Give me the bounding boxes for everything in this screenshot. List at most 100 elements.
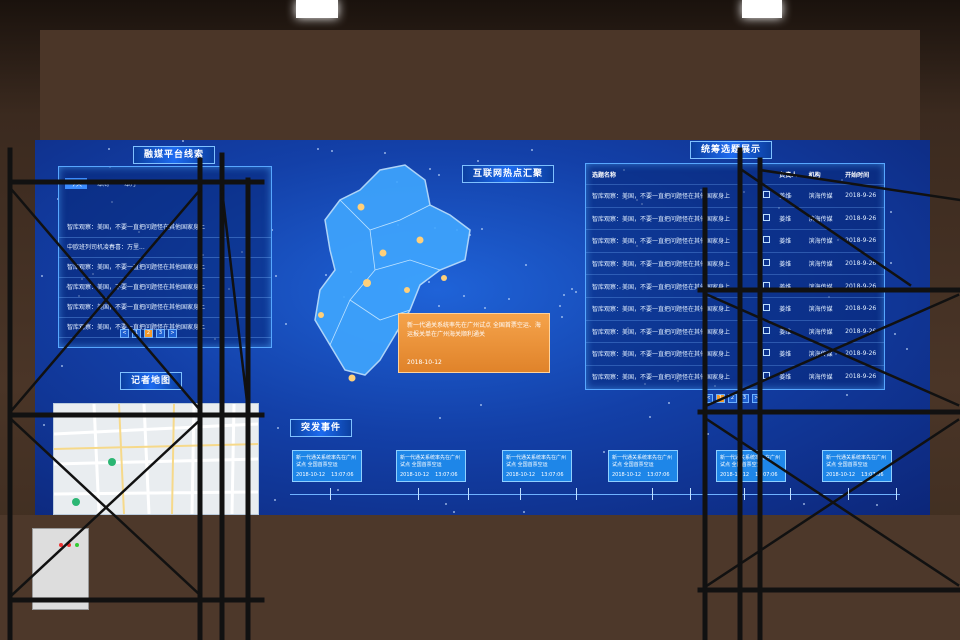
star	[56, 197, 59, 200]
task-panel-title: 统筹选题展示	[690, 141, 773, 159]
pager-prev[interactable]: <	[120, 329, 129, 338]
star	[452, 511, 455, 514]
timeline-tick	[848, 488, 849, 500]
star	[889, 261, 892, 264]
checkbox-icon[interactable]	[762, 191, 770, 199]
left-panel-title: 融媒平台线索	[133, 146, 216, 164]
cell-owner: 姜维	[773, 251, 803, 275]
star	[438, 304, 441, 307]
star	[524, 263, 527, 266]
cell-start: 2018-9-26	[839, 364, 884, 388]
pager-page-2[interactable]: 2	[144, 329, 153, 338]
event-time-value: 13:07:06	[541, 472, 564, 478]
star	[462, 295, 465, 298]
checkbox-icon[interactable]	[762, 304, 770, 312]
checkbox-icon[interactable]	[762, 326, 770, 334]
star	[574, 290, 577, 293]
cell-org: 滨海传媒	[802, 296, 840, 321]
star	[893, 332, 896, 335]
star	[559, 305, 562, 308]
star	[439, 417, 441, 420]
left-panel-list: 智库观察：美国，不要一直把问题怪在其他国家身上 中欧班列司机凌春喜：万里... …	[59, 218, 271, 338]
cell-topic: 智库观察：美国，不要一直把问题怪在其他国家身上	[586, 251, 757, 275]
checkbox-icon[interactable]	[762, 213, 770, 221]
timeline-tick	[896, 488, 897, 500]
cell-owner: 姜维	[773, 184, 803, 208]
cell-topic: 智库观察：美国，不要一直把问题怪在其他国家身上	[586, 364, 757, 388]
star	[667, 401, 670, 404]
ceiling-light-left	[296, 0, 338, 18]
star	[531, 149, 534, 152]
event-time-value: 13:07:06	[331, 472, 354, 478]
cell-start: 2018-9-26	[839, 206, 884, 230]
cell-topic: 智库观察：美国，不要一直把问题怪在其他国家身上	[586, 229, 757, 253]
news-popup[interactable]: 新一代通关系统率先在广州试点 全国首票空运、海运报关单在广州海关顺利通关 201…	[398, 313, 550, 373]
star	[438, 173, 441, 176]
star	[384, 151, 387, 154]
star	[324, 274, 327, 277]
timeline-tick	[418, 488, 419, 500]
star	[273, 498, 276, 501]
cell-topic: 智库观察：美国，不要一直把问题怪在其他国家身上	[586, 206, 757, 230]
timeline-tick	[690, 488, 691, 500]
indicator-light-green	[75, 543, 79, 547]
list-item[interactable]: 智库观察：美国，不要一直把问题怪在其他国家身上	[59, 318, 271, 338]
star	[276, 427, 279, 430]
star	[522, 511, 525, 514]
pager-page-3[interactable]: 3	[156, 329, 165, 338]
cell-topic: 智库观察：美国，不要一直把问题怪在其他国家身上	[586, 184, 757, 208]
star	[905, 348, 908, 351]
star	[562, 294, 565, 297]
checkbox-icon[interactable]	[762, 236, 770, 244]
event-text: 新一代通关系统率先在广州试点 全国首票空运	[612, 455, 673, 468]
star	[603, 451, 606, 454]
star	[445, 502, 448, 505]
star	[480, 403, 483, 406]
star	[477, 159, 480, 162]
star	[316, 148, 319, 151]
cell-owner: 姜维	[773, 364, 803, 388]
timeline-tick	[468, 488, 469, 500]
star	[507, 298, 510, 301]
star	[803, 503, 806, 506]
event-text: 新一代通关系统率先在广州试点 全国首票空运	[296, 455, 357, 468]
ceiling-light-right	[742, 0, 782, 18]
event-date-value: 2018-10-12	[826, 472, 856, 478]
cell-topic: 智库观察：美国，不要一直把问题怪在其他国家身上	[586, 296, 757, 321]
province-map[interactable]	[300, 160, 490, 390]
timeline-tick	[576, 488, 577, 500]
list-item[interactable]: 智库观察：美国，不要一直把问题怪在其他国家身上	[59, 258, 271, 278]
list-item[interactable]: 智库观察：美国，不要一直把问题怪在其他国家身上	[59, 218, 271, 238]
checkbox-icon[interactable]	[762, 259, 770, 267]
cell-org: 滨海传媒	[802, 206, 840, 230]
wooden-wall-panel	[40, 30, 920, 142]
star	[330, 150, 333, 153]
events-title: 突发事件	[290, 419, 353, 437]
list-item[interactable]: 智库观察：美国，不要一直把问题怪在其他国家身上	[59, 278, 271, 298]
list-item[interactable]: 智库观察：美国，不要一直把问题怪在其他国家身上	[59, 298, 271, 318]
checkbox-icon[interactable]	[762, 349, 770, 357]
cell-org: 滨海传媒	[802, 184, 840, 208]
popup-text: 新一代通关系统率先在广州试点 全国首票空运、海运报关单在广州海关顺利通关	[407, 322, 541, 338]
indicator-light-red	[59, 543, 63, 547]
cell-start: 2018-9-26	[839, 342, 884, 366]
pager-next[interactable]: >	[168, 329, 177, 338]
star	[274, 274, 277, 277]
timeline-tick	[330, 488, 331, 500]
list-item[interactable]: 中欧班列司机凌春喜：万里...	[59, 238, 271, 258]
star	[560, 315, 563, 318]
